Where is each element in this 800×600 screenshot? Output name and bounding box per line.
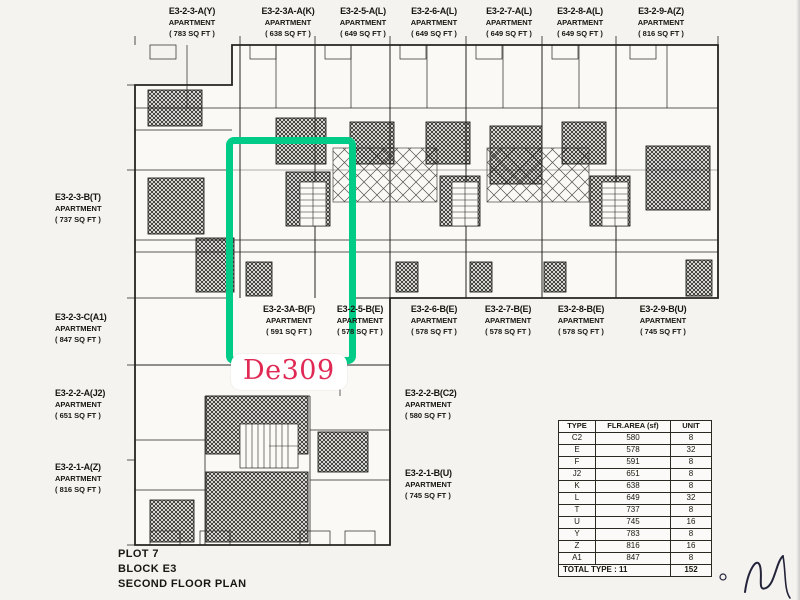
total-value: 152 <box>670 564 712 577</box>
cell-flr-area: 651 <box>595 468 671 481</box>
cell-flr-area: 745 <box>595 516 671 529</box>
table-row: T 737 8 <box>558 504 712 517</box>
table-row: C2 580 8 <box>558 432 712 445</box>
unit-label-top-1: E3-2-3-A(Y) APARTMENT ( 783 SQ FT ) <box>168 6 216 38</box>
cell-type: F <box>558 456 596 469</box>
unit-label-lower-1: E3-2-2-B(C2) APARTMENT ( 580 SQ FT ) <box>405 388 457 420</box>
cell-unit: 32 <box>670 444 712 457</box>
table-row: J2 651 8 <box>558 468 712 481</box>
col-header-flr-area: FLR.AREA (sf) <box>595 420 671 433</box>
cell-type: A1 <box>558 552 596 565</box>
cell-type: K <box>558 480 596 493</box>
unit-label-left-3: E3-2-2-A(J2) APARTMENT ( 651 SQ FT ) <box>55 388 106 420</box>
unit-label-top-4: E3-2-6-A(L) APARTMENT ( 649 SQ FT ) <box>410 6 458 38</box>
cell-flr-area: 847 <box>595 552 671 565</box>
annotation-label: De309 <box>243 355 335 386</box>
col-header-unit: UNIT <box>670 420 712 433</box>
cell-type: T <box>558 504 596 517</box>
cell-type: C2 <box>558 432 596 445</box>
stair-treads <box>245 182 628 468</box>
unit-label-left-2: E3-2-3-C(A1) APARTMENT ( 847 SQ FT ) <box>55 312 107 344</box>
title-block: PLOT 7 BLOCK E3 SECOND FLOOR PLAN <box>118 548 246 593</box>
unit-label-top-6: E3-2-8-A(L) APARTMENT ( 649 SQ FT ) <box>556 6 604 38</box>
table-row: L 649 32 <box>558 492 712 505</box>
plot-title: PLOT 7 <box>118 548 159 560</box>
unit-label-top-5: E3-2-7-A(L) APARTMENT ( 649 SQ FT ) <box>485 6 533 38</box>
unit-label-lower-2: E3-2-1-B(U) APARTMENT ( 745 SQ FT ) <box>405 468 452 500</box>
cell-unit: 16 <box>670 540 712 553</box>
cell-unit: 16 <box>670 516 712 529</box>
unit-label-mid-1: E3-2-3A-B(F) APARTMENT ( 591 SQ FT ) <box>262 304 316 336</box>
total-label: TOTAL TYPE : 11 <box>558 564 671 577</box>
cell-type: L <box>558 492 596 505</box>
unit-label-mid-5: E3-2-8-B(E) APARTMENT ( 578 SQ FT ) <box>557 304 605 336</box>
cell-unit: 8 <box>670 480 712 493</box>
plan-title: SECOND FLOOR PLAN <box>118 578 247 590</box>
cell-unit: 8 <box>670 504 712 517</box>
block-title: BLOCK E3 <box>118 563 177 575</box>
cell-type: Z <box>558 540 596 553</box>
unit-label-mid-2: E3-2-5-B(E) APARTMENT ( 578 SQ FT ) <box>336 304 384 336</box>
table-row: Z 816 16 <box>558 540 712 553</box>
cell-unit: 32 <box>670 492 712 505</box>
table-header-row: TYPE FLR.AREA (sf) UNIT <box>558 420 712 433</box>
cell-flr-area: 638 <box>595 480 671 493</box>
col-header-type: TYPE <box>558 420 596 433</box>
unit-label-mid-4: E3-2-7-B(E) APARTMENT ( 578 SQ FT ) <box>484 304 532 336</box>
cell-type: E <box>558 444 596 457</box>
handwritten-scribble <box>719 555 791 599</box>
cell-unit: 8 <box>670 432 712 445</box>
unit-label-mid-3: E3-2-6-B(E) APARTMENT ( 578 SQ FT ) <box>410 304 458 336</box>
cell-type: J2 <box>558 468 596 481</box>
cell-flr-area: 580 <box>595 432 671 445</box>
table-row: E 578 32 <box>558 444 712 457</box>
cell-unit: 8 <box>670 456 712 469</box>
table-row: K 638 8 <box>558 480 712 493</box>
cell-flr-area: 783 <box>595 528 671 541</box>
area-summary-table: TYPE FLR.AREA (sf) UNIT C2 580 8 E 578 3… <box>558 420 712 577</box>
cell-unit: 8 <box>670 528 712 541</box>
table-row: F 591 8 <box>558 456 712 469</box>
table-row: A1 847 8 <box>558 552 712 565</box>
unit-label-top-3: E3-2-5-A(L) APARTMENT ( 649 SQ FT ) <box>339 6 387 38</box>
annotation-badge: De309 <box>231 354 347 390</box>
unit-label-top-2: E3-2-3A-A(K) APARTMENT ( 638 SQ FT ) <box>261 6 315 38</box>
unit-label-left-1: E3-2-3-B(T) APARTMENT ( 737 SQ FT ) <box>55 192 102 224</box>
unit-label-left-4: E3-2-1-A(Z) APARTMENT ( 816 SQ FT ) <box>55 462 102 494</box>
table-total-row: TOTAL TYPE : 11 152 <box>558 564 712 577</box>
table-row: U 745 16 <box>558 516 712 529</box>
table-row: Y 783 8 <box>558 528 712 541</box>
unit-label-mid-6: E3-2-9-B(U) APARTMENT ( 745 SQ FT ) <box>639 304 687 336</box>
cell-flr-area: 591 <box>595 456 671 469</box>
cell-unit: 8 <box>670 552 712 565</box>
cell-flr-area: 578 <box>595 444 671 457</box>
cell-type: Y <box>558 528 596 541</box>
unit-label-top-7: E3-2-9-A(Z) APARTMENT ( 816 SQ FT ) <box>637 6 685 38</box>
cell-unit: 8 <box>670 468 712 481</box>
cell-flr-area: 816 <box>595 540 671 553</box>
cell-flr-area: 737 <box>595 504 671 517</box>
cell-flr-area: 649 <box>595 492 671 505</box>
cell-type: U <box>558 516 596 529</box>
